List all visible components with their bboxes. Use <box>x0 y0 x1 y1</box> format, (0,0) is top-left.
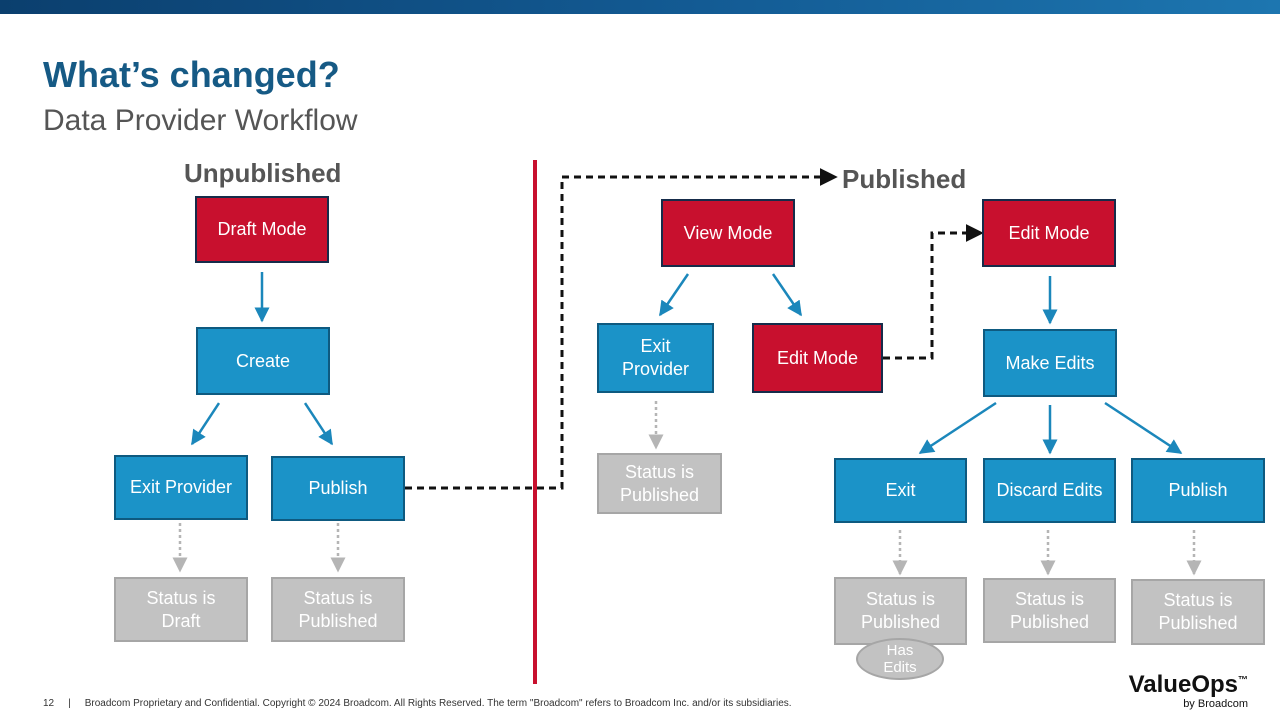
edit-mode-node: Edit Mode <box>982 199 1116 267</box>
status-published-node-2: Status is Published <box>597 453 722 514</box>
status-discard-node: Status is Published <box>983 578 1116 643</box>
footer: 12 | Broadcom Proprietary and Confidential… <box>43 698 792 709</box>
arrow-view-to-edit <box>771 273 803 317</box>
exit-provider-node: Exit Provider <box>114 455 248 520</box>
footer-separator: | <box>68 698 71 709</box>
has-edits-bubble: Has Edits <box>856 638 944 680</box>
make-edits-node: Make Edits <box>983 329 1117 397</box>
top-accent-bar <box>0 0 1280 14</box>
discard-edits-node: Discard Edits <box>983 458 1116 523</box>
exit-node: Exit <box>834 458 967 523</box>
publish-edits-node: Publish <box>1131 458 1265 523</box>
publish-node: Publish <box>271 456 405 521</box>
brand-byline: by Broadcom <box>1183 698 1248 710</box>
status-exit-node: Status is Published <box>834 577 967 645</box>
exit-provider-published-node: Exit Provider <box>597 323 714 393</box>
dashed-publish-to-published <box>405 168 838 490</box>
published-label: Published <box>842 164 967 194</box>
draft-mode-node: Draft Mode <box>195 196 329 263</box>
dashed-edit-to-edit-mode <box>883 224 984 360</box>
legal-text: Broadcom Proprietary and Confidential. C… <box>84 698 792 709</box>
status-draft-node: Status is Draft <box>114 577 248 642</box>
brand-logo: ValueOps™ by Broadcom <box>1128 668 1248 711</box>
status-publish-node: Status is Published <box>1131 579 1265 645</box>
arrow-create-to-exit <box>190 402 221 446</box>
create-node: Create <box>196 327 330 395</box>
brand-tm: ™ <box>1238 675 1248 686</box>
page-number: 12 <box>43 698 55 709</box>
brand-name: ValueOps <box>1128 671 1238 698</box>
arrow-view-to-exit <box>658 273 690 317</box>
edit-mode-trigger-node: Edit Mode <box>752 323 883 393</box>
slide-subtitle: Data Provider Workflow <box>43 104 358 137</box>
arrow-make-edits-to-exit <box>918 401 997 455</box>
slide-title: What’s changed? <box>43 54 340 95</box>
arrow-create-to-publish <box>303 402 334 446</box>
arrow-make-edits-to-publish <box>1104 401 1183 455</box>
view-mode-node: View Mode <box>661 199 795 267</box>
status-published-node: Status is Published <box>271 577 405 642</box>
unpublished-label: Unpublished <box>184 158 342 188</box>
